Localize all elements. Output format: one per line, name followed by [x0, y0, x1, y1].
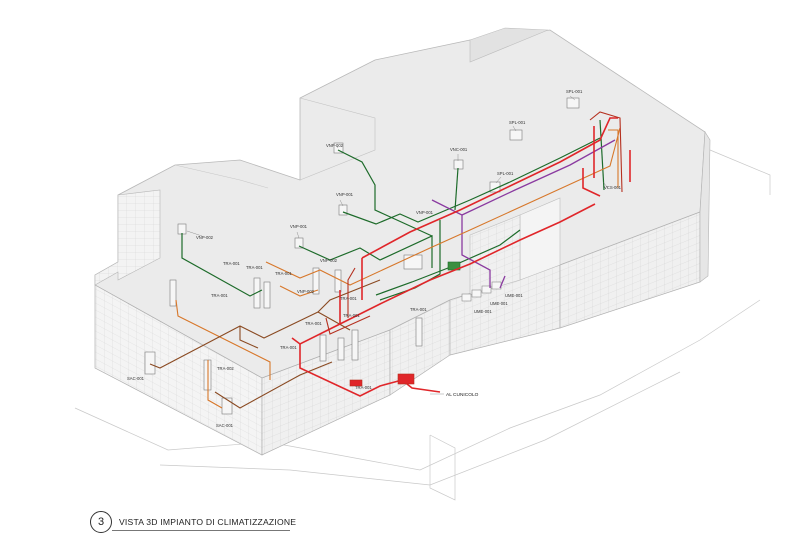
label-sac2: SAC-001: [216, 423, 234, 428]
site-outline: [74, 149, 771, 501]
equipment-labels: SPL-001 SPL-001 SPL-001 VNC-001 VCS-001 …: [127, 89, 622, 428]
label-vnp-f: VNP-002: [297, 289, 315, 294]
label-vnp-g: VNP-001: [416, 210, 434, 215]
label-tra4: TRA-001: [211, 293, 228, 298]
view-number-badge: 3: [90, 511, 112, 533]
view-title: VISTA 3D IMPIANTO DI CLIMATIZZAZIONE: [119, 517, 297, 527]
building-walls-left: [94, 189, 391, 456]
label-tra3: TRA-001: [275, 271, 292, 276]
label-sac1: SAC-001: [127, 376, 145, 381]
label-ume2: UME-001: [490, 301, 508, 306]
label-leaders: [186, 95, 609, 395]
label-vnp-d: VNP-001: [336, 192, 354, 197]
label-tra7: TRA-001: [410, 307, 427, 312]
label-tra10: TRA-001: [355, 385, 372, 390]
label-tra5: TRA-001: [340, 296, 357, 301]
building-walls-right: [389, 131, 711, 396]
pipe-network-orange: [175, 127, 621, 409]
view-caption: 3 VISTA 3D IMPIANTO DI CLIMATIZZAZIONE: [90, 509, 296, 535]
pipe-network-dark-red: [325, 111, 623, 335]
label-vnc1: VNC-001: [450, 147, 468, 152]
pipe-network-red: [291, 117, 631, 397]
label-ume1: UME-001: [505, 293, 523, 298]
caption-underline: [112, 530, 290, 531]
label-vnp-e: VNP-002: [320, 258, 338, 263]
label-al-cunicolo: AL CUNICOLO: [446, 392, 479, 398]
label-ume3: UME-001: [474, 309, 492, 314]
label-vnp-a: VNP-002: [196, 235, 214, 240]
label-spl1: SPL-001: [566, 89, 583, 94]
pipe-network-purple: [431, 139, 616, 289]
label-tra9: TRA-002: [217, 366, 234, 371]
label-vnp-b: VNP-001: [290, 224, 308, 229]
label-tra11: TRA-001: [280, 345, 297, 350]
label-tra2: TRA-001: [246, 265, 263, 270]
label-tra6: TRA-001: [343, 313, 360, 318]
label-tra8: TRA-001: [305, 321, 322, 326]
pipe-network-brown: [149, 279, 381, 409]
label-vnp-c: VNP-002: [326, 143, 344, 148]
label-spl3: SPL-001: [497, 171, 514, 176]
label-vcs1: VCS-001: [604, 185, 622, 190]
label-spl2: SPL-001: [509, 120, 526, 125]
label-tra1: TRA-001: [223, 261, 240, 266]
